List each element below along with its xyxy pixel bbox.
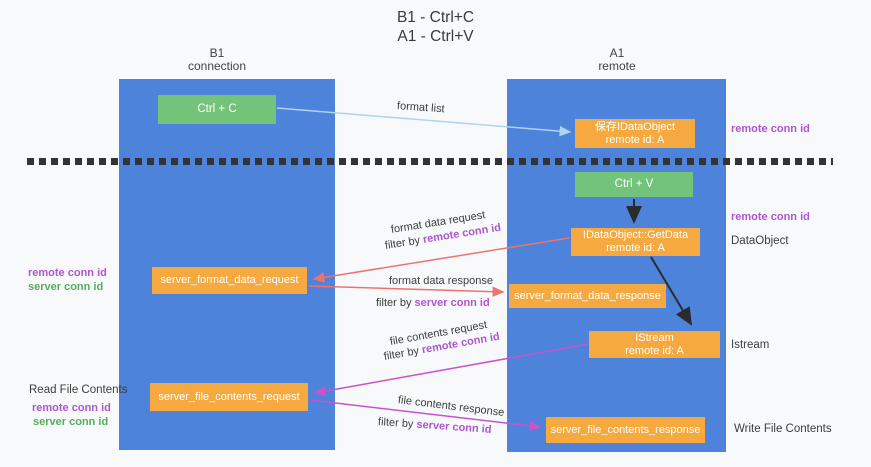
format-data-response-label: format data response (389, 275, 493, 287)
dataobject-label: DataObject (731, 235, 789, 247)
istream-box: IStream remote id: A (589, 331, 720, 358)
write-file-contents-label: Write File Contents (734, 423, 832, 435)
istream-box-line2: remote id: A (625, 344, 684, 357)
left-remote-conn-id-label-2: remote conn id (32, 402, 111, 414)
server-conn-id-text: server conn id (414, 297, 490, 309)
read-file-contents-label: Read File Contents (29, 384, 128, 396)
server-format-data-response-box: server_format_data_response (509, 284, 666, 308)
idataobject-getdata-line1: IDataObject::GetData (582, 229, 689, 241)
istream-box-line1: IStream (635, 331, 674, 344)
column-header-a1: A1 remote (557, 47, 677, 73)
server-file-contents-response-box: server_file_contents_response (546, 417, 705, 443)
server-format-data-request-box: server_format_data_request (152, 267, 307, 294)
format-list-arrow (276, 107, 572, 137)
ctrl-v-box: Ctrl + V (575, 172, 693, 197)
server-file-contents-response-label: server_file_contents_response (550, 423, 701, 436)
server-format-data-request-label: server_format_data_request (160, 274, 299, 286)
column-a1-name: A1 (609, 46, 625, 60)
save-idataobject-line2: remote id: A (605, 133, 665, 146)
server-file-contents-request-box: server_file_contents_request (150, 383, 308, 411)
right-remote-conn-id-label-2: remote conn id (731, 211, 810, 223)
right-remote-conn-id-label: remote conn id (731, 123, 810, 135)
idataobject-getdata-box: IDataObject::GetData remote id: A (571, 228, 700, 256)
column-a1-role: remote (598, 59, 636, 73)
idataobject-getdata-line2: remote id: A (606, 242, 665, 254)
save-idataobject-box: 保存IDataObject remote id: A (575, 119, 695, 148)
diagram-title: B1 - Ctrl+C A1 - Ctrl+V (0, 8, 871, 46)
boundary-dashed-line (27, 158, 833, 165)
filter-by-text: filter by (376, 297, 415, 309)
save-idataobject-line1: 保存IDataObject (594, 120, 676, 133)
server-file-contents-request-label: server_file_contents_request (158, 390, 300, 403)
istream-label: Istream (731, 339, 770, 351)
ctrl-c-box: Ctrl + C (158, 95, 276, 124)
diagram-title-line1: B1 - Ctrl+C (396, 9, 475, 26)
server-format-data-response-label: server_format_data_response (514, 289, 661, 302)
format-data-response-arrow (308, 285, 505, 297)
left-remote-conn-id-label: remote conn id (28, 267, 107, 279)
column-header-b1: B1 connection (157, 47, 277, 73)
getdata-to-istream-arrow (650, 256, 693, 326)
left-server-conn-id-label-2: server conn id (33, 416, 109, 428)
file-contents-response-arrow (309, 399, 542, 431)
file-contents-request-arrow (313, 343, 589, 397)
column-b1-role: connection (187, 59, 247, 73)
format-data-response-filter-label: filter by server conn id (376, 297, 490, 309)
ctrl-c-label: Ctrl + C (197, 103, 237, 115)
ctrl-v-label: Ctrl + V (614, 178, 654, 190)
diagram-title-line2: A1 - Ctrl+V (397, 28, 474, 45)
left-server-conn-id-label: server conn id (28, 281, 104, 293)
format-data-request-arrow (312, 237, 570, 283)
column-b1-name: B1 (209, 46, 225, 60)
